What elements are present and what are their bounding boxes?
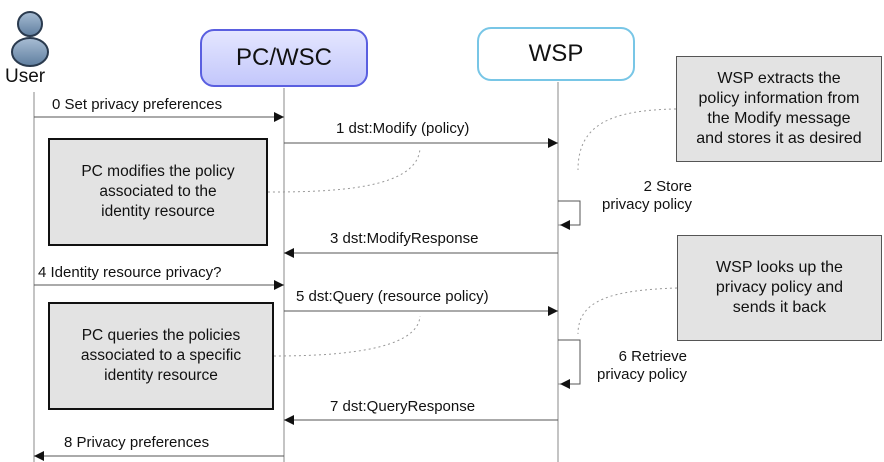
note-wsp-extracts-policy-text: WSP extracts the policy information from…	[696, 70, 862, 147]
connector-pc-modify	[267, 147, 421, 193]
message-label-1: 1 dst:Modify (policy)	[336, 120, 470, 137]
actor-wsp-label: WSP	[528, 40, 584, 67]
arrow-m2	[558, 200, 581, 230]
actor-pc-wsc-label: PC/WSC	[236, 44, 332, 71]
note-pc-queries-policies: PC queries the policies associated to a …	[48, 302, 274, 410]
note-pc-queries-policies-text: PC queries the policies associated to a …	[80, 327, 242, 384]
note-pc-modifies-policy-text: PC modifies the policy associated to the…	[81, 163, 235, 220]
message-label-8: 8 Privacy preferences	[64, 434, 210, 451]
activation-store	[557, 200, 581, 226]
note-wsp-looks-up-policy: WSP looks up the privacy policy and send…	[677, 235, 882, 341]
actor-wsp: WSP	[477, 27, 635, 81]
message-label-4: 4 Identity resource privacy?	[38, 264, 222, 281]
arrow-m6	[558, 339, 581, 389]
user-icon	[11, 11, 49, 67]
note-wsp-extracts-policy: WSP extracts the policy information from…	[676, 56, 882, 162]
message-label-6: 6 Retrieve privacy policy	[597, 348, 688, 383]
message-label-3: 3 dst:ModifyResponse	[330, 230, 479, 247]
message-label-5: 5 dst:Query (resource policy)	[296, 288, 489, 305]
actor-user-label: User	[5, 66, 46, 87]
activation-retrieve	[557, 339, 581, 385]
connector-wsp-lookup	[577, 287, 678, 335]
message-label-7: 7 dst:QueryResponse	[330, 398, 476, 415]
note-pc-modifies-policy: PC modifies the policy associated to the…	[48, 138, 268, 246]
message-label-0: 0 Set privacy preferences	[52, 96, 223, 113]
actor-pc-wsc: PC/WSC	[200, 29, 368, 87]
message-label-2: 2 Store privacy policy	[602, 178, 693, 213]
connector-pc-query	[273, 315, 421, 357]
note-wsp-looks-up-policy-text: WSP looks up the privacy policy and send…	[715, 259, 844, 316]
connector-wsp-extract	[577, 108, 677, 171]
